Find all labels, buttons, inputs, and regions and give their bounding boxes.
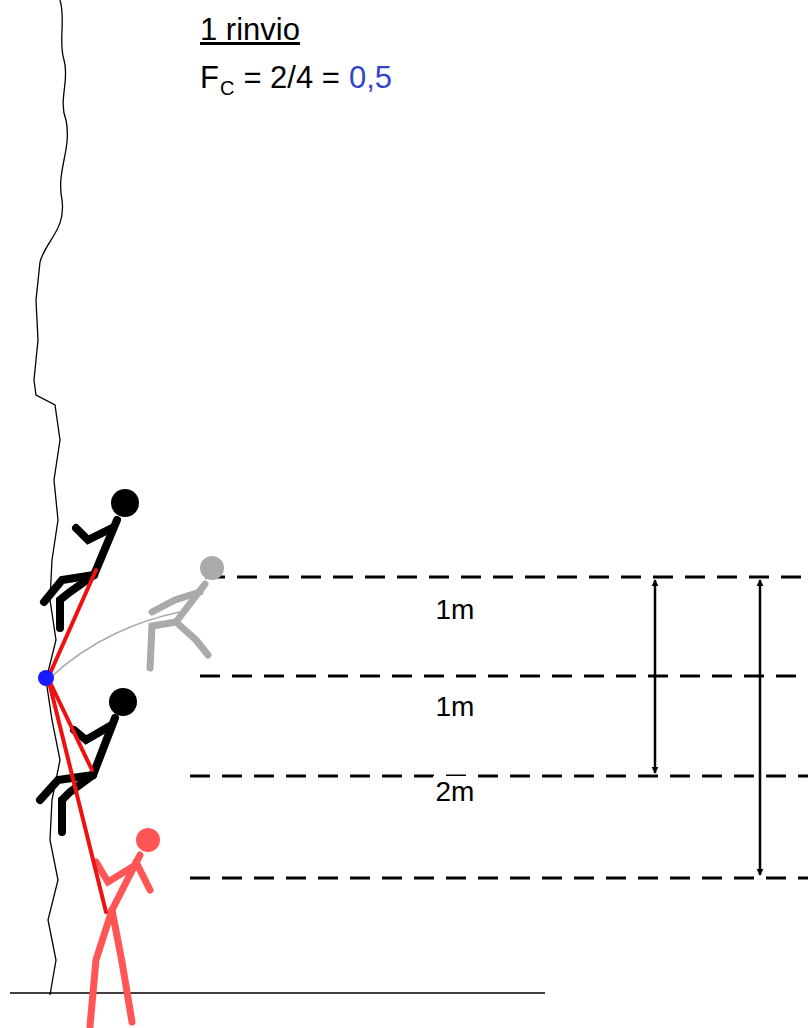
dimension-label: 2m (433, 776, 478, 808)
dimension-arrows (655, 580, 760, 875)
fall-factor-formula: FC = 2/4 = 0,5 (200, 60, 392, 100)
rock-wall (34, 0, 67, 995)
quickdraw-point (38, 670, 54, 686)
climber-red (90, 828, 160, 1026)
title: 1 rinvio (200, 12, 300, 48)
dimension-label: 1m (433, 594, 478, 626)
rope (48, 570, 106, 912)
formula-ratio: = 2/4 = (243, 60, 340, 95)
dimension-label: 1m (433, 691, 478, 723)
climber-top (44, 489, 139, 628)
level-lines (190, 577, 808, 878)
formula-subscript: C (220, 77, 234, 99)
formula-symbol: F (200, 60, 219, 95)
formula-result: 0,5 (349, 60, 392, 95)
